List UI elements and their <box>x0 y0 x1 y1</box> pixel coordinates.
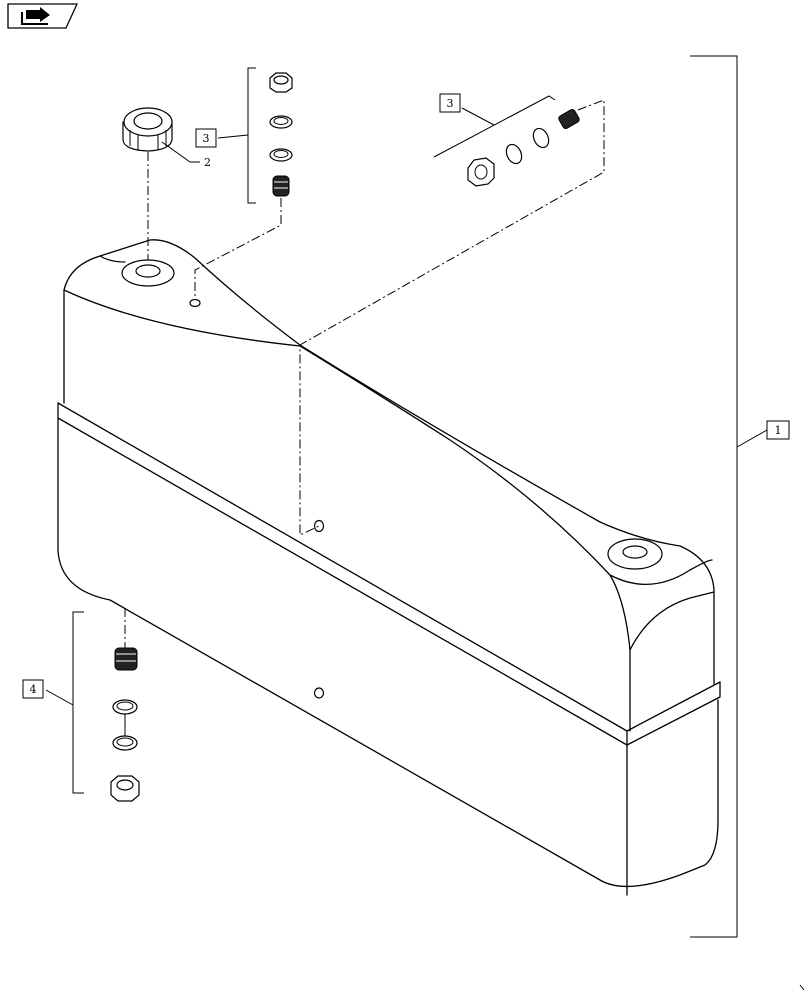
rear-fitting-nut[interactable] <box>467 157 495 187</box>
tank <box>57 239 721 896</box>
svg-text:2: 2 <box>204 156 211 169</box>
assembly-bracket <box>690 55 768 938</box>
callout-rear-fitting-kit[interactable]: 3 <box>439 93 461 113</box>
filler-cap-leader <box>161 141 200 163</box>
svg-text:3: 3 <box>447 97 454 110</box>
top-fitting-nipple[interactable] <box>272 175 290 197</box>
rear-fitting-washer-2[interactable] <box>530 126 551 150</box>
callout-filler-cap[interactable]: 2 <box>204 156 211 169</box>
top-fitting-nut[interactable] <box>269 72 293 93</box>
rear-fitting-centerline <box>299 99 605 536</box>
bottom-fitting-washer-2[interactable] <box>112 735 138 751</box>
rear-fitting-washer-1[interactable] <box>503 142 524 166</box>
svg-text:1: 1 <box>775 424 782 437</box>
top-fitting-washer-1[interactable] <box>269 115 293 129</box>
page-flip-arrow-icon[interactable] <box>7 3 79 29</box>
filler-cap[interactable] <box>122 107 173 152</box>
bottom-fitting-nut[interactable] <box>110 775 140 802</box>
rear-fitting-kit-bracket <box>433 95 556 158</box>
callout-assembly[interactable]: 1 <box>766 420 790 440</box>
svg-text:3: 3 <box>203 132 210 145</box>
rear-fitting-nipple[interactable] <box>558 108 581 129</box>
bottom-fitting-nipple[interactable] <box>114 647 138 671</box>
callout-bottom-fitting-kit[interactable]: 4 <box>22 679 44 699</box>
callout-top-fitting-kit[interactable]: 3 <box>195 128 217 148</box>
bottom-fitting-washer-1[interactable] <box>112 699 138 715</box>
bottom-fitting-kit-bracket <box>45 611 84 794</box>
top-fitting-washer-2[interactable] <box>269 148 293 162</box>
svg-text:4: 4 <box>30 683 37 696</box>
top-fitting-centerline <box>194 198 282 298</box>
corner-tick <box>799 984 805 991</box>
top-fitting-kit-bracket <box>217 67 256 204</box>
